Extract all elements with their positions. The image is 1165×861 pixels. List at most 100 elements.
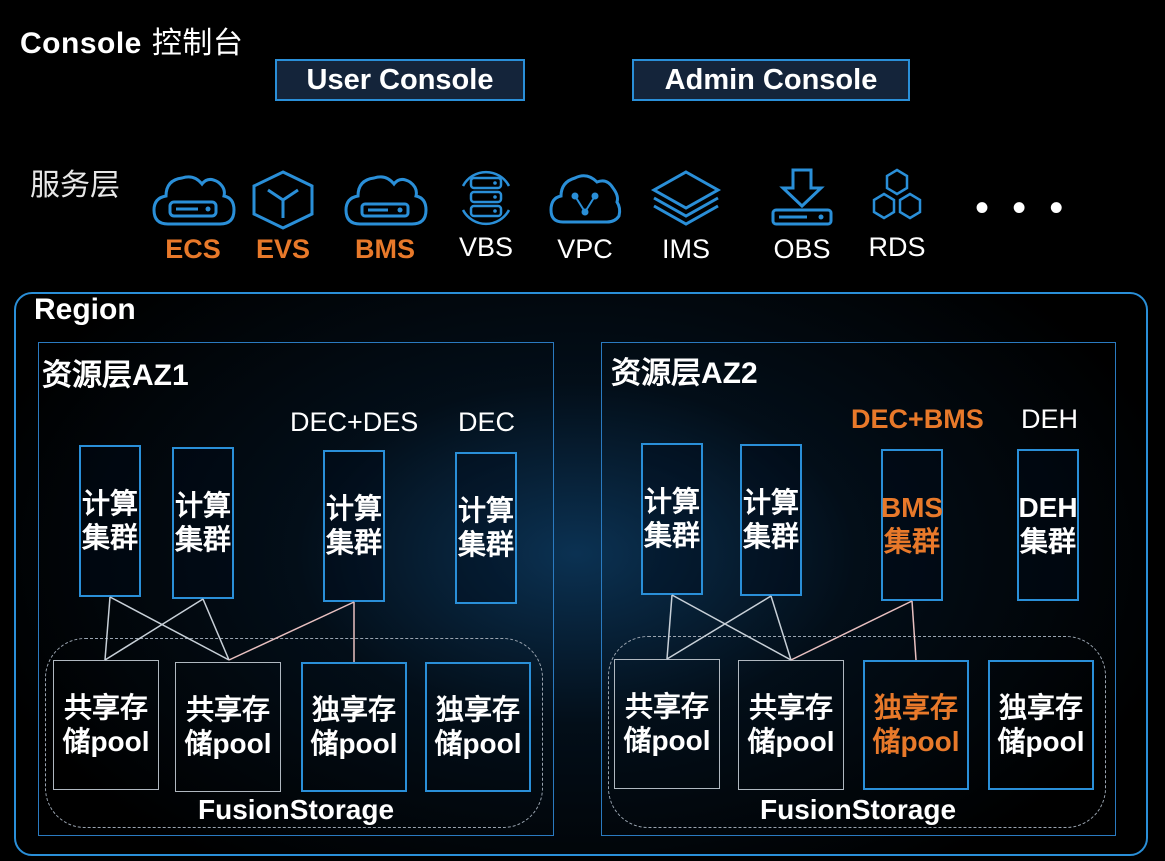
service-rds[interactable]: RDS	[852, 166, 942, 263]
az2-container	[601, 342, 1116, 836]
az2-fusionstorage-label: FusionStorage	[760, 794, 957, 825]
az1-compute-cluster-3[interactable]: 计算 集群	[323, 450, 385, 602]
service-vpc[interactable]: VPC	[540, 166, 630, 265]
cloud-server-icon	[152, 175, 236, 226]
pool-label-line1: 共享存	[624, 691, 709, 722]
pool-label-line1: 独享存	[873, 692, 958, 723]
service-ecs[interactable]: ECS	[148, 168, 238, 265]
az1-storage-pool-2[interactable]: 共享存 储pool	[175, 662, 281, 792]
service-label-vbs: VBS	[458, 232, 514, 262]
more-services-ellipsis: • • •	[975, 186, 1070, 230]
link-az2-c1-p2	[671, 594, 792, 661]
region-container	[14, 292, 1148, 856]
cluster-label-line2: 集群	[81, 522, 138, 553]
az2-storage-pool-1[interactable]: 共享存 储pool	[614, 659, 720, 789]
service-ims[interactable]: IMS	[641, 166, 731, 265]
link-az2-c3-p2	[790, 600, 913, 661]
az2-storage-pool-2[interactable]: 共享存 储pool	[738, 660, 844, 790]
pool-label-line2: 储pool	[997, 726, 1085, 757]
pool-label-line1: 独享存	[998, 692, 1083, 723]
cluster-label-line2: 集群	[1019, 526, 1076, 557]
cloud-network-icon	[549, 174, 622, 224]
cluster-label-line1: BMS	[880, 492, 944, 523]
az1-col-header-dec: DEC	[458, 407, 516, 437]
user-console-button[interactable]: User Console	[275, 59, 525, 101]
az1-storage-pool-1[interactable]: 共享存 储pool	[53, 660, 159, 790]
cluster-label-line2: 集群	[742, 521, 799, 552]
az2-storage-pool-4[interactable]: 独享存 储pool	[988, 660, 1094, 790]
pool-label-line2: 储pool	[747, 726, 835, 757]
cluster-label-line1: DEH	[1018, 492, 1078, 523]
cluster-label-line2: 集群	[883, 526, 940, 557]
pool-label-line2: 储pool	[872, 726, 960, 757]
pool-label-line2: 储pool	[62, 726, 150, 757]
service-label-obs: OBS	[773, 234, 831, 264]
link-az2-c2-p2	[770, 595, 792, 661]
service-label-rds: RDS	[868, 232, 926, 262]
cube-icon	[252, 170, 314, 230]
az1-col-header-dec-des: DEC+DES	[290, 407, 419, 437]
service-label-vpc: VPC	[557, 234, 613, 264]
cluster-label-line1: 计算	[643, 486, 700, 517]
pool-label-line1: 独享存	[311, 694, 396, 725]
az2-storage-pool-3[interactable]: 独享存 储pool	[863, 660, 969, 790]
az1-label: 资源层AZ1	[42, 359, 189, 392]
pool-label-line2: 储pool	[623, 725, 711, 756]
az2-label: 资源层AZ2	[611, 357, 758, 390]
service-label-evs: EVS	[255, 234, 311, 264]
pool-label-line2: 储pool	[310, 728, 398, 759]
service-vbs[interactable]: VBS	[441, 166, 531, 263]
service-label-ecs: ECS	[165, 234, 221, 264]
az2-col-header-deh: DEH	[1021, 404, 1079, 434]
download-disk-icon	[771, 168, 833, 226]
pool-label-line2: 储pool	[184, 728, 272, 759]
az2-deh-cluster[interactable]: DEH 集群	[1017, 449, 1079, 601]
az1-fusionstorage-label: FusionStorage	[198, 794, 395, 825]
page-title: Console 控制台	[20, 18, 243, 62]
link-az2-c3-p3	[911, 600, 917, 661]
cluster-label-line1: 计算	[742, 487, 799, 518]
pool-label-line1: 独享存	[435, 694, 520, 725]
az2-col-header-dec-bms: DEC+BMS	[851, 404, 984, 434]
cluster-label-line1: 计算	[174, 490, 231, 521]
link-az1-c2-p2	[202, 598, 230, 661]
region-label: Region	[34, 293, 136, 326]
az2-bms-cluster[interactable]: BMS 集群	[881, 449, 943, 601]
pool-label-line1: 共享存	[185, 694, 270, 725]
az2-compute-cluster-1[interactable]: 计算 集群	[641, 443, 703, 595]
cluster-label-line2: 集群	[457, 529, 514, 560]
link-az1-c3-p2	[228, 601, 355, 661]
console-title: Console	[20, 27, 142, 60]
console-title-cn: 控制台	[151, 27, 244, 60]
service-obs[interactable]: OBS	[757, 166, 847, 265]
az1-storage-pool-4[interactable]: 独享存 储pool	[425, 662, 531, 792]
service-label-ims: IMS	[661, 234, 710, 264]
link-az2-c1-p1	[666, 594, 673, 660]
az2-compute-cluster-2[interactable]: 计算 集群	[740, 444, 802, 596]
layers-icon	[650, 170, 722, 226]
pool-label-line2: 储pool	[434, 728, 522, 759]
az1-storage-pool-3[interactable]: 独享存 储pool	[301, 662, 407, 792]
az1-compute-cluster-2[interactable]: 计算 集群	[172, 447, 234, 599]
link-az1-c1-p1	[104, 596, 111, 661]
cluster-label-line1: 计算	[325, 493, 382, 524]
link-az1-c1-p2	[109, 596, 230, 661]
cluster-label-line2: 集群	[174, 524, 231, 555]
pool-label-line1: 共享存	[748, 692, 833, 723]
service-bms[interactable]: BMS	[340, 168, 430, 265]
az1-compute-cluster-4[interactable]: 计算 集群	[455, 452, 517, 604]
service-evs[interactable]: EVS	[238, 168, 328, 265]
link-az1-c2-p1	[104, 598, 204, 661]
link-az2-c2-p1	[666, 595, 772, 660]
az2-fusionstorage-area	[608, 636, 1106, 828]
admin-console-button[interactable]: Admin Console	[632, 59, 910, 101]
az1-container	[38, 342, 554, 836]
hexagons-icon	[872, 168, 922, 220]
backup-stack-icon	[461, 170, 511, 226]
cluster-label-line1: 计算	[457, 495, 514, 526]
service-label-bms: BMS	[355, 234, 415, 264]
cloud-server-icon	[344, 175, 428, 226]
az1-compute-cluster-1[interactable]: 计算 集群	[79, 445, 141, 597]
az1-fusionstorage-area	[45, 638, 543, 828]
